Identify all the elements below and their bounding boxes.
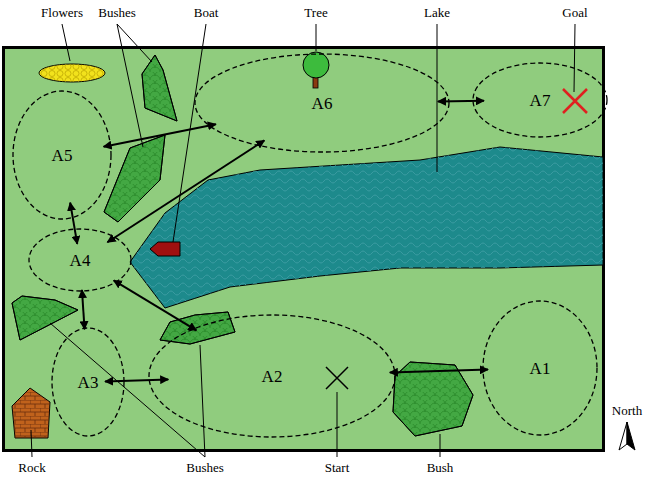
lake	[130, 147, 603, 308]
path-arrow	[82, 290, 85, 329]
area-ellipse: A3	[51, 327, 125, 437]
leader-lines	[31, 24, 575, 457]
callout-label: Bushes	[186, 461, 224, 474]
area-name: A5	[52, 147, 73, 164]
path-arrow	[438, 100, 484, 103]
path-arrow	[114, 280, 197, 330]
area-name: A1	[530, 360, 551, 377]
area-name: A4	[70, 252, 91, 269]
path-arrow	[105, 379, 168, 381]
area-ellipse: A6	[194, 53, 450, 153]
area-name: A6	[312, 95, 333, 112]
callout-label: Lake	[424, 6, 450, 19]
bushes	[12, 55, 473, 436]
path-arrow	[107, 140, 264, 242]
tree	[303, 52, 329, 88]
area-ellipse: A4	[28, 228, 132, 292]
area-ellipse: A5	[12, 90, 112, 220]
path-arrow	[70, 203, 77, 244]
callout-label: Start	[325, 461, 350, 474]
callout-label: North	[612, 404, 642, 417]
callout-label: Boat	[194, 6, 219, 19]
area-name: A3	[78, 374, 99, 391]
callout-label: Tree	[304, 6, 327, 19]
area-ellipse: A1	[482, 300, 598, 436]
goal-mark	[563, 89, 587, 113]
area-ellipse: A7	[472, 62, 608, 138]
callout-label: Bushes	[98, 6, 136, 19]
callout-label: Bush	[427, 461, 454, 474]
path-arrow	[104, 124, 216, 146]
path-arrow	[390, 370, 488, 373]
flowers	[39, 64, 105, 82]
area-ellipse: A2	[148, 314, 396, 438]
callout-label: Goal	[562, 6, 587, 19]
area-name: A2	[262, 368, 283, 385]
area-name: A7	[530, 92, 551, 109]
boat	[150, 242, 180, 256]
start-mark	[326, 367, 348, 389]
callout-label: Rock	[18, 461, 45, 474]
north-arrow	[619, 422, 635, 450]
callout-label: Flowers	[41, 6, 83, 19]
